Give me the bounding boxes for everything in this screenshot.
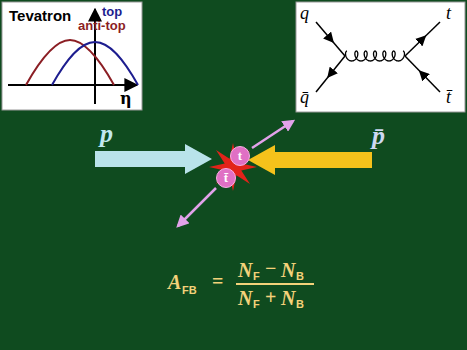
formula-subscript: FB: [182, 284, 197, 296]
formula-symbol: A: [168, 271, 181, 293]
particle-label: t: [238, 149, 242, 163]
formula-symbol: +: [265, 286, 276, 308]
particle-label: t̄: [224, 171, 228, 185]
top-curve: [52, 42, 138, 85]
top-quark-circle: t: [230, 146, 250, 166]
formula-symbol: N: [238, 287, 252, 309]
formula-symbol: =: [212, 270, 223, 292]
formula-symbol: N: [238, 259, 252, 281]
legend-text: anti-top: [78, 19, 126, 33]
antiproton-beam-arrow: [248, 145, 372, 175]
formula-subscript: B: [296, 270, 304, 282]
formula-subscript: F: [253, 270, 260, 282]
fraction-bar: [236, 283, 314, 285]
particle-label: q: [300, 4, 309, 24]
beam-label: p̄: [372, 122, 385, 151]
top-line: [405, 22, 440, 56]
formula-subscript: B: [296, 298, 304, 310]
collision-star: [209, 143, 257, 191]
plot-panel: [2, 2, 142, 110]
antiquark-line: [316, 56, 345, 92]
antitop-quark-circle: t̄: [216, 168, 236, 188]
axis-label: η: [120, 90, 132, 108]
feynman-panel: [296, 2, 465, 112]
antitop-line: [405, 56, 440, 92]
formula-symbol: N: [281, 287, 295, 309]
particle-label: t̄: [446, 88, 451, 108]
top-direction-arrow: [252, 121, 293, 148]
formula-symbol: N: [281, 259, 295, 281]
anti-top-curve: [26, 40, 114, 85]
plot-title: Tevatron: [9, 8, 71, 25]
formula-subscript: F: [253, 298, 260, 310]
beam-label: p: [100, 120, 113, 149]
formula-symbol: −: [265, 257, 276, 279]
plot-panel-node: Tevatron topanti-top η: [2, 2, 142, 110]
gluon-coil: [346, 51, 405, 61]
legend-text: top: [102, 5, 122, 19]
feynman-panel-node: q q̄ t t̄: [296, 2, 465, 112]
proton-beam-arrow: [95, 144, 212, 174]
quark-line: [316, 22, 345, 56]
particle-label: t: [446, 4, 451, 24]
antitop-direction-arrow: [178, 188, 216, 226]
particle-label: q̄: [300, 88, 309, 108]
